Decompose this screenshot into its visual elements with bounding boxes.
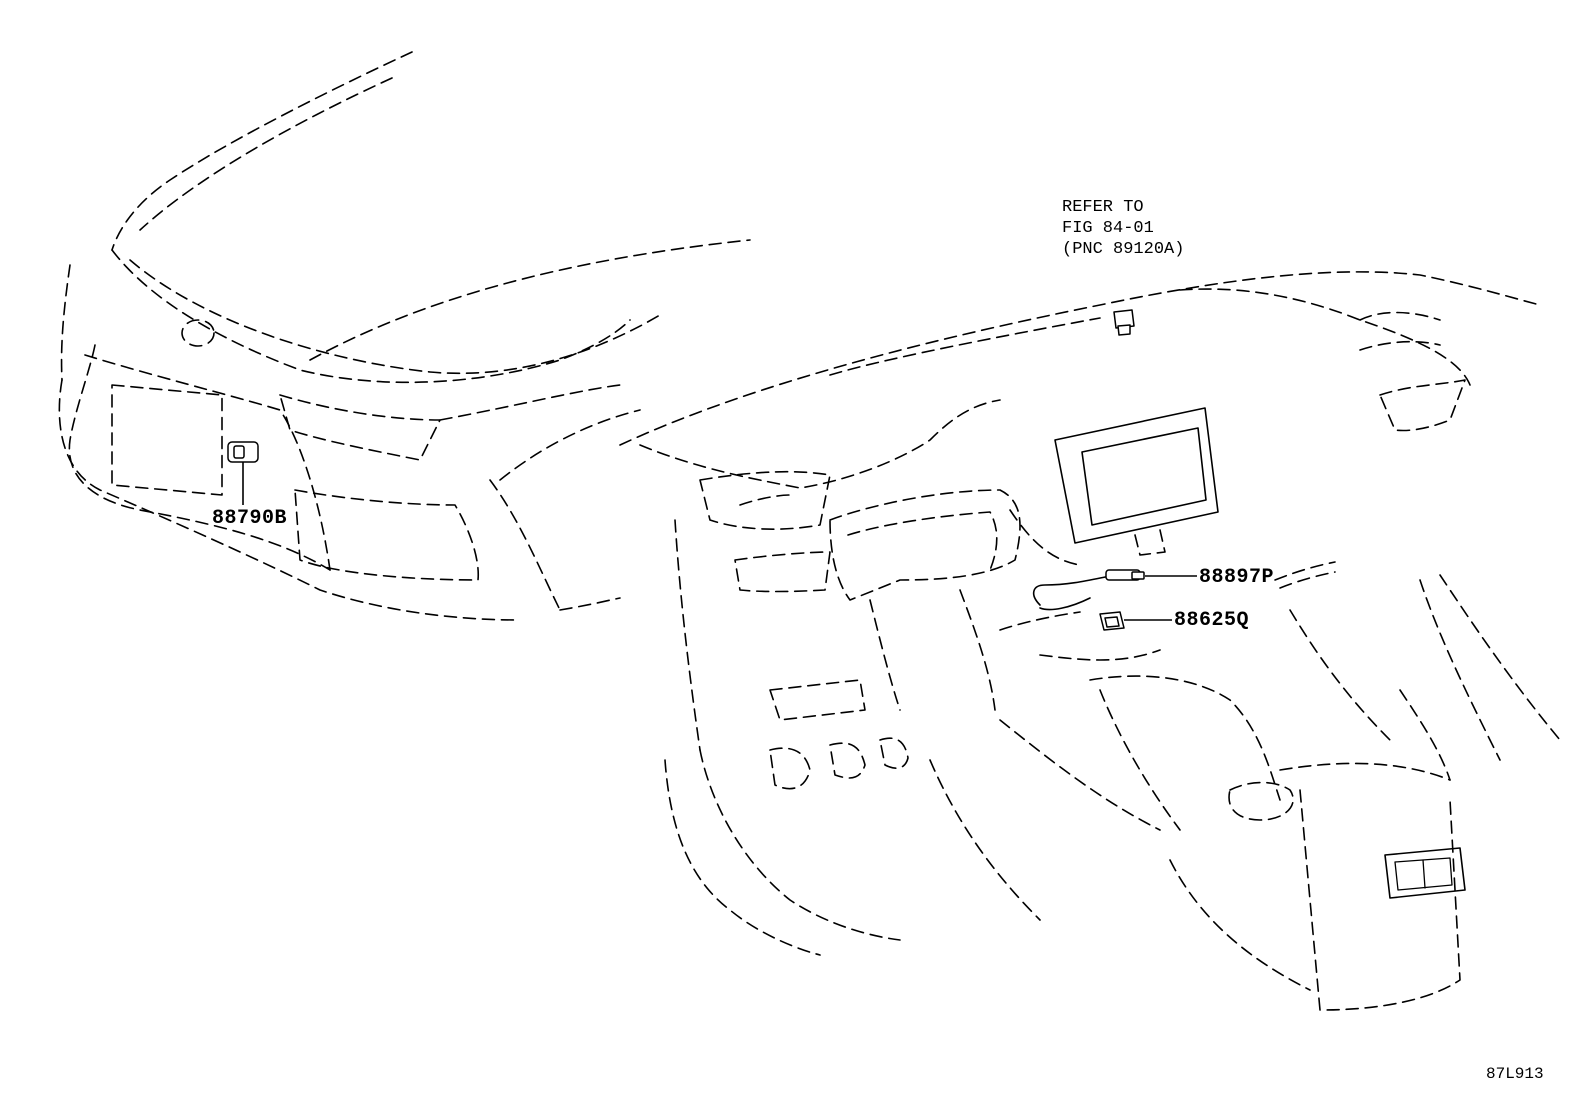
dashboard-interior-drawing <box>619 271 1561 1011</box>
front-sensor-part <box>227 441 259 505</box>
reference-note-line1: REFER TO <box>1062 198 1144 217</box>
callout-88790B: 88790B <box>212 507 288 530</box>
wire-harness-part <box>1032 569 1197 611</box>
car-front-exterior-drawing <box>58 51 751 621</box>
reference-note-line2: FIG 84-01 <box>1062 219 1154 238</box>
reference-note-line3: (PNC 89120A) <box>1062 240 1185 259</box>
referenced-sensor-part <box>1113 309 1135 336</box>
callout-88897P: 88897P <box>1199 566 1275 589</box>
connector-part <box>1099 611 1172 631</box>
figure-id: 87L913 <box>1486 1065 1544 1083</box>
reference-note: REFER TO FIG 84-01 (PNC 89120A) <box>1062 197 1184 260</box>
callout-88625Q: 88625Q <box>1174 609 1250 632</box>
